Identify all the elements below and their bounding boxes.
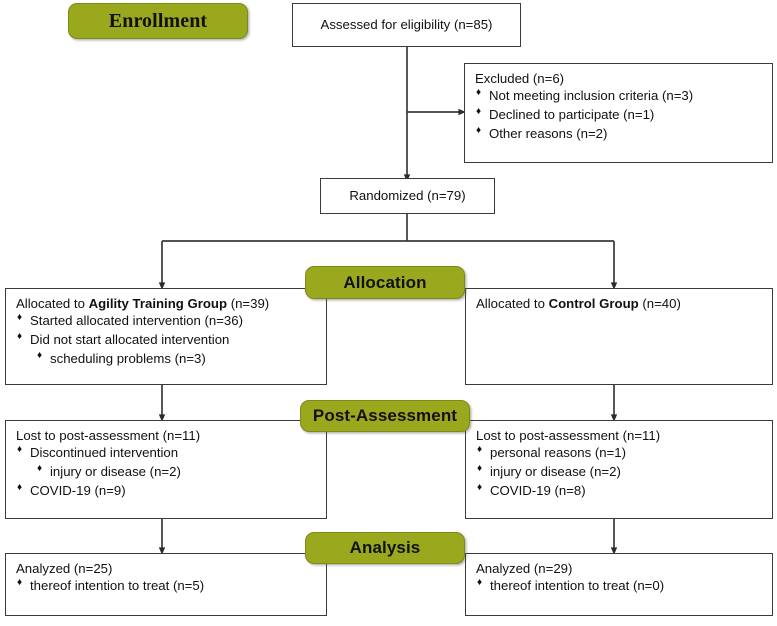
stage-label-allocation: Allocation — [305, 266, 465, 299]
list-item: COVID-19 (n=9) — [16, 483, 316, 498]
allocation-left-prefix: Allocated to — [16, 296, 89, 311]
stage-label-enrollment: Enrollment — [68, 3, 248, 39]
node-excluded: Excluded (n=6) Not meeting inclusion cri… — [464, 63, 773, 163]
list-item-sub: injury or disease (n=2) — [16, 464, 316, 479]
node-analysis-right-title: Analyzed (n=29) — [476, 561, 573, 576]
node-post-right-title: Lost to post-assessment (n=11) — [476, 428, 661, 443]
node-randomized: Randomized (n=79) — [320, 178, 495, 214]
stage-label-analysis-text: Analysis — [349, 538, 421, 557]
node-allocation-left-list: Started allocated intervention (n=36) Di… — [16, 313, 316, 366]
stage-label-allocation-text: Allocation — [343, 272, 427, 292]
stage-label-post-assessment: Post-Assessment — [300, 400, 470, 432]
node-excluded-list: Not meeting inclusion criteria (n=3) Dec… — [475, 88, 762, 141]
node-assessed-title: Assessed for eligibility (n=85) — [320, 17, 493, 33]
node-allocation-left: Allocated to Agility Training Group (n=3… — [5, 288, 327, 385]
list-item: Declined to participate (n=1) — [475, 107, 762, 122]
stage-label-enrollment-text: Enrollment — [108, 9, 208, 32]
node-analysis-left: Analyzed (n=25) thereof intention to tre… — [5, 553, 327, 616]
node-post-assessment-right: Lost to post-assessment (n=11) personal … — [465, 420, 773, 519]
list-item-sub: scheduling problems (n=3) — [16, 351, 316, 366]
node-assessed-for-eligibility: Assessed for eligibility (n=85) — [292, 3, 521, 47]
allocation-right-group: Control Group — [548, 296, 639, 311]
allocation-left-suffix: (n=39) — [227, 296, 270, 311]
node-post-left-title: Lost to post-assessment (n=11) — [16, 428, 201, 443]
node-analysis-left-title: Analyzed (n=25) — [16, 561, 113, 576]
list-item: injury or disease (n=2) — [476, 464, 762, 479]
list-item: personal reasons (n=1) — [476, 445, 762, 460]
list-item: COVID-19 (n=8) — [476, 483, 762, 498]
node-post-left-list: Discontinued intervention injury or dise… — [16, 445, 316, 498]
node-post-right-list: personal reasons (n=1) injury or disease… — [476, 445, 762, 498]
node-post-assessment-left: Lost to post-assessment (n=11) Discontin… — [5, 420, 327, 519]
node-excluded-title: Excluded (n=6) — [475, 71, 565, 86]
list-item: Did not start allocated intervention — [16, 332, 316, 347]
list-item: Other reasons (n=2) — [475, 126, 762, 141]
list-item: thereof intention to treat (n=0) — [476, 578, 762, 593]
allocation-left-group: Agility Training Group — [88, 296, 228, 311]
stage-label-post-assessment-text: Post-Assessment — [312, 406, 458, 425]
list-item: thereof intention to treat (n=5) — [16, 578, 316, 593]
allocation-right-prefix: Allocated to — [476, 296, 549, 311]
allocation-right-suffix: (n=40) — [638, 296, 681, 311]
node-allocation-right: Allocated to Control Group (n=40) — [465, 288, 773, 385]
list-item: Not meeting inclusion criteria (n=3) — [475, 88, 762, 103]
node-allocation-left-title: Allocated to Agility Training Group (n=3… — [16, 297, 316, 311]
node-analysis-right-list: thereof intention to treat (n=0) — [476, 578, 762, 593]
node-analysis-left-list: thereof intention to treat (n=5) — [16, 578, 316, 593]
stage-label-analysis: Analysis — [305, 532, 465, 564]
node-allocation-right-title: Allocated to Control Group (n=40) — [476, 297, 762, 311]
list-item: Discontinued intervention — [16, 445, 316, 460]
node-randomized-title: Randomized (n=79) — [349, 188, 466, 204]
list-item: Started allocated intervention (n=36) — [16, 313, 316, 328]
node-analysis-right: Analyzed (n=29) thereof intention to tre… — [465, 553, 773, 616]
